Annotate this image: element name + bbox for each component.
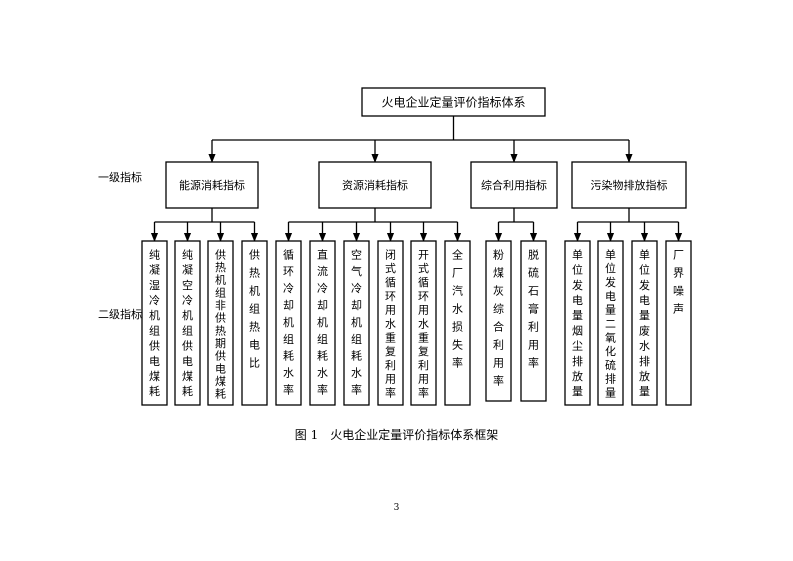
level2-node-4-4-label: 厂界噪声 (673, 248, 684, 315)
level2-node-4-3 (631, 240, 658, 406)
root-node (361, 87, 546, 117)
level1-node-4 (571, 161, 687, 209)
level2-node-3-2-label: 脱硫石膏利用率 (528, 247, 539, 369)
root-node-label: 火电企业定量评价指标体系 (381, 94, 525, 109)
level2-node-3-1 (485, 240, 512, 402)
level2-node-2-6 (444, 240, 471, 406)
level2-node-1-1 (141, 240, 168, 406)
level2-node-1-2 (174, 240, 201, 406)
figure-caption: 图 1 火电企业定量评价指标体系框架 (294, 428, 499, 442)
connectors (150, 116, 683, 242)
level2-node-4-1 (564, 240, 591, 406)
level2-node-2-5 (410, 240, 437, 406)
level1-label: 一级指标 (98, 170, 142, 184)
level1-node-2-label: 资源消耗指标 (342, 178, 408, 192)
level2-node-3-1-label: 粉煤灰综合利用率 (493, 248, 504, 387)
level2-node-3-2 (520, 240, 547, 402)
level2-node-4-3-label: 单位发电量废水排放量 (639, 248, 650, 398)
level2-node-2-4-label: 闭式循环用水重复利用率 (385, 248, 396, 399)
level2-node-4-2 (597, 240, 624, 406)
level2-node-1-4 (241, 240, 268, 406)
level2-node-2-1-label: 循环冷却机组耗水率 (283, 248, 294, 396)
level2-node-2-4 (377, 240, 404, 406)
level1-node-3 (470, 161, 558, 209)
level2-node-4-2-label: 单位发电量二氧化硫排量 (605, 248, 616, 399)
level1-node-1-label: 能源消耗指标 (179, 178, 245, 192)
level2-node-2-2-label: 直流冷却机组耗水率 (317, 247, 328, 396)
level2-node-2-3-label: 空气冷却机组耗水率 (351, 247, 362, 396)
level2-node-2-6-label: 全厂汽水损失率 (452, 247, 463, 369)
level2-node-1-1-label: 纯凝湿冷机组供电煤耗 (149, 248, 160, 398)
level2-node-4-4 (665, 240, 692, 406)
level1-node-1 (165, 161, 259, 209)
level2-node-2-1 (275, 240, 302, 406)
page-number: 3 (393, 503, 400, 513)
level2-node-1-3 (207, 240, 234, 406)
level1-node-4-label: 污染物排放指标 (591, 178, 668, 192)
level2-node-2-3 (343, 240, 370, 406)
level1-node-2 (318, 161, 432, 209)
level2-node-4-1-label: 单位发电量烟尘排放量 (572, 248, 583, 398)
level2-node-2-2 (309, 240, 336, 406)
level2-node-2-5-label: 开式循环用水重复利用率 (418, 248, 429, 399)
level2-label: 二级指标 (98, 307, 142, 321)
level1-node-3-label: 综合利用指标 (481, 178, 547, 192)
level2-node-1-4-label: 供热机组热电比 (249, 247, 260, 369)
level2-node-1-2-label: 纯凝空冷机组供电煤耗 (182, 248, 193, 398)
level2-node-1-3-label: 供热机组非供热期供电煤耗 (215, 247, 226, 400)
